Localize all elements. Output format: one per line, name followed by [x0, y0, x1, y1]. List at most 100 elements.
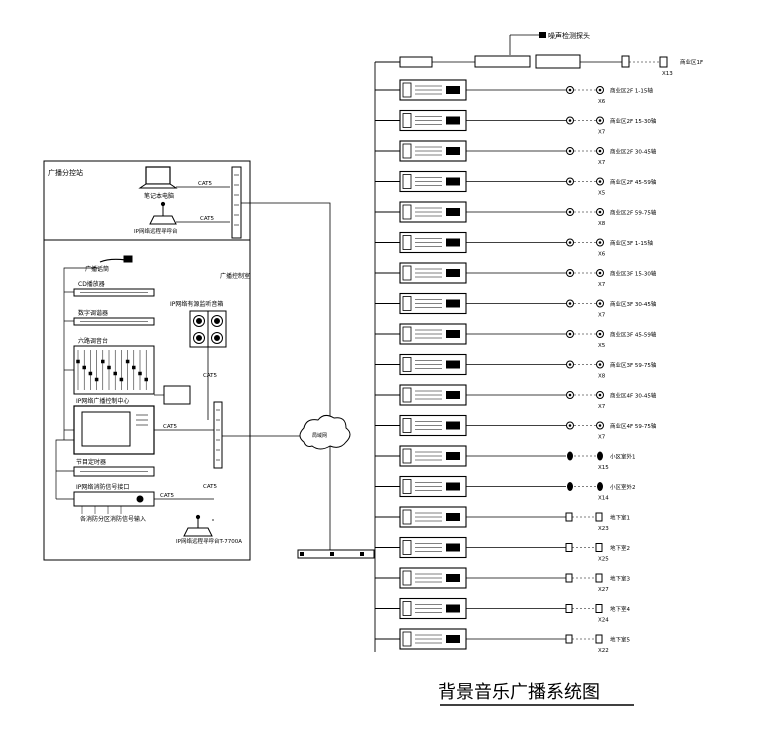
- zone-tag: X25: [598, 557, 609, 563]
- diagram-title: 背景音乐广播系统图: [438, 682, 600, 703]
- zone-row: 商业区2F 45-59轴 X5: [375, 170, 657, 197]
- mixer: [73, 345, 155, 395]
- cd-player-label: CD播放器: [78, 280, 105, 288]
- noise-probe-icon: [539, 32, 546, 38]
- cat5-label-c: CAT5: [203, 373, 218, 379]
- cat5-label-f: CAT5: [203, 484, 218, 490]
- zone-tag: X6: [598, 99, 606, 105]
- branch-tag: X13: [662, 71, 673, 77]
- control-room-label: 广播控制室: [220, 272, 250, 280]
- cat5-label-d: CAT5: [163, 424, 178, 430]
- zone-label: 商业区3F 59-75轴: [610, 361, 657, 369]
- room-switch: [213, 401, 223, 469]
- zone-row: 商业区4F 59-75轴 X7: [375, 414, 657, 441]
- zone-label: 小区室外1: [610, 453, 636, 461]
- microphone-label: 广播话筒: [85, 265, 109, 273]
- zone-tag: X24: [598, 618, 609, 624]
- zone-label: 商业区3F 30-45轴: [610, 300, 657, 308]
- control-room-frame: [43, 239, 251, 561]
- zone-tag: X27: [598, 587, 609, 593]
- zone-label: 商业区3F 45-59轴: [610, 331, 657, 339]
- zone-label: 地下室4: [610, 605, 631, 613]
- zone-label: 商业区2F 15-30轴: [610, 117, 657, 125]
- zone-row: 商业区4F 30-45轴 X7: [375, 384, 657, 410]
- zone-tag: X7: [598, 130, 606, 136]
- zone-row: 商业区2F 30-45轴 X7: [375, 140, 657, 166]
- mixer-label: 六路调音台: [78, 337, 108, 345]
- zone-tag: X7: [598, 404, 606, 410]
- zone-label: 商业区3F 1-15轴: [610, 239, 653, 247]
- zone-tag: X7: [598, 435, 606, 441]
- cat5-label-a: CAT5: [198, 181, 213, 187]
- control-station-label: 广播分控站: [48, 168, 83, 177]
- microphone-icon: [99, 255, 133, 263]
- zone-label: 商业区2F 59-75轴: [610, 209, 657, 217]
- bottom-switch: [297, 549, 375, 559]
- paging-console-label: IP网络远程寻呼台: [134, 227, 178, 235]
- zone-row: 商业区2F 15-30轴 X7: [375, 109, 657, 136]
- zone-row: 商业区2F 1-15轴 X6: [375, 79, 653, 105]
- noise-probe-label: 噪声检测探头: [548, 31, 590, 40]
- top-device-3: [535, 54, 581, 69]
- zone-label: 地下室1: [610, 514, 630, 522]
- branch-label: 商业区1F: [680, 58, 703, 66]
- zone-label: 商业区4F 30-45轴: [610, 392, 657, 400]
- zone-row: 商业区3F 59-75轴 X8: [375, 353, 657, 380]
- monitor-speaker-label: IP网络有源监听音箱: [170, 300, 223, 308]
- amplifier-unit: [163, 385, 191, 405]
- zone-tag: X23: [598, 526, 609, 532]
- zone-label: 地下室2: [610, 544, 630, 552]
- network-label: 局域网: [312, 432, 327, 439]
- zone-tag: X7: [598, 313, 606, 319]
- monitor-speaker-icon: [189, 310, 227, 348]
- zone-label: 小区室外2: [610, 483, 636, 491]
- zone-tag: X7: [598, 282, 606, 288]
- zone-label: 商业区2F 1-15轴: [610, 87, 653, 95]
- zone-label: 地下室3: [610, 575, 631, 583]
- top-device-2: [474, 55, 531, 68]
- zone-row: 商业区3F 1-15轴 X6: [375, 231, 653, 258]
- station-switch: [231, 166, 242, 239]
- fire-interface-label: IP网络消防信号接口: [76, 483, 129, 491]
- cat5-label-e: CAT5: [160, 493, 175, 499]
- zone-tag: X6: [598, 252, 606, 258]
- network-cloud-icon: [299, 414, 351, 450]
- zone-tag: X8: [598, 374, 606, 380]
- zone-label: 商业区2F 30-45轴: [610, 148, 657, 156]
- paging-console-icon: [149, 201, 177, 225]
- zone-row: 商业区3F 45-59轴 X5: [375, 323, 657, 349]
- zone-tag: X14: [598, 496, 609, 502]
- zone-label: 商业区2F 45-59轴: [610, 178, 657, 186]
- zone-label: 地下室5: [610, 636, 631, 644]
- zone-row: 商业区2F 59-75轴 X8: [375, 201, 657, 227]
- zone-row: 商业区3F 30-45轴 X7: [375, 292, 657, 319]
- zone-row: 商业区3F 15-30轴 X7: [375, 262, 657, 288]
- zone-tag: X5: [598, 191, 606, 197]
- zone-rows: 商业区2F 1-15轴 X6 商业区2F 15-30轴 X7 商业区2F 30-45轴 X…: [375, 79, 657, 654]
- tuner-label: 数字调谐器: [78, 309, 108, 317]
- zone-tag: X8: [598, 221, 606, 227]
- cat5-label-b: CAT5: [200, 216, 215, 222]
- paging-console-2-label: IP网络远程寻呼台T-7700A: [176, 537, 242, 545]
- control-center-icon: [73, 405, 155, 455]
- zone-label: 商业区4F 59-75轴: [610, 422, 657, 430]
- laptop-icon: [138, 166, 178, 189]
- fire-input-label: 各消防分区消防信号输入: [80, 515, 146, 523]
- zone-tag: X15: [598, 465, 609, 471]
- control-center-label: IP网络广播控制中心: [76, 397, 129, 405]
- paging-console-2-icon: [183, 514, 213, 537]
- timer-label: 节目定时器: [76, 458, 106, 466]
- zone-label: 商业区3F 15-30轴: [610, 270, 657, 278]
- laptop-label: 笔记本电脑: [144, 192, 174, 200]
- zone-tag: X5: [598, 343, 606, 349]
- zone-tag: X22: [598, 648, 609, 654]
- zone-tag: X7: [598, 160, 606, 166]
